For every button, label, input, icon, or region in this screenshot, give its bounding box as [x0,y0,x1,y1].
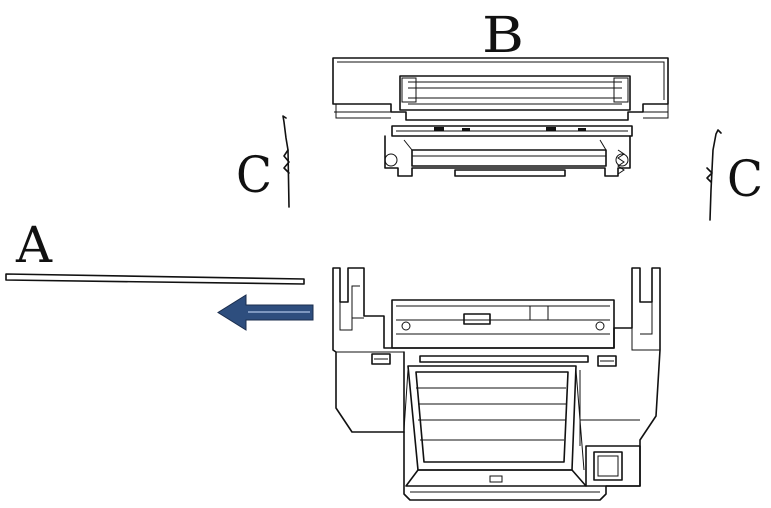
label-spring-right: C [727,150,763,208]
spring-left [282,115,290,208]
rod-a [5,273,305,285]
label-spring-left: C [236,146,272,204]
label-top-unit: B [482,6,524,64]
removal-arrow [217,294,314,331]
printer-body [332,267,661,501]
label-rod: A [15,216,53,274]
spring-right [706,129,722,221]
top-unit-b [332,57,669,177]
